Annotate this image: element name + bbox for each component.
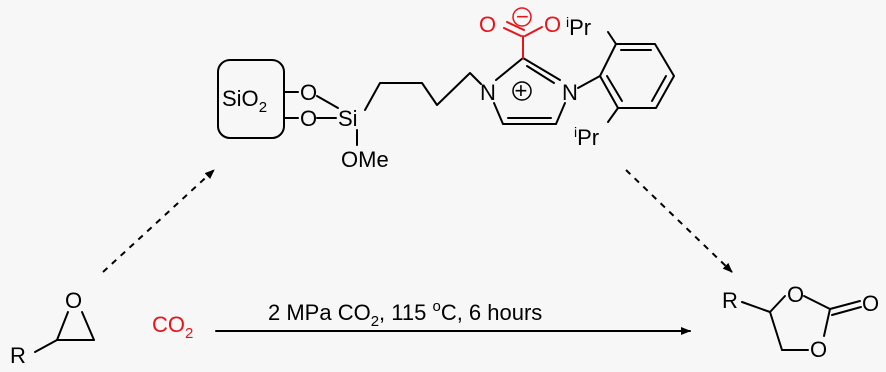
bond-n3-c4 [555,102,566,125]
aryl-double-3 [606,75,623,102]
product-bond-o1-c2 [803,295,831,310]
dashed-arrow-to-product [625,169,733,273]
nitrogen-right: N [562,80,578,105]
epoxide-bond-left [56,311,69,341]
propyl-chain [364,72,482,111]
bond-n3-aryl [577,75,601,89]
bond-aryl-ipr-top [607,31,617,45]
negative-charge-circle [512,7,532,27]
co2-reactant: CO2 [152,312,193,342]
oxygen-upper: O [300,80,317,105]
negative-charge: − [516,4,529,29]
product-oxygen-carbonyl: O [862,291,879,316]
catalyst-structure: SiO2 O O Si OMe N N + O O [217,4,675,172]
epoxide-r-bond [34,339,58,353]
aryl-ring [599,43,675,109]
product-r-group: R [722,288,738,313]
bond-co-single [524,26,543,37]
bond-c2-n3 [522,57,561,81]
nitrogen-left: N [480,80,496,105]
carboxyl-oxygen-anion: O [544,12,561,37]
product-bond-c5-c4 [769,311,783,351]
reaction-conditions: 2 MPa CO2, 115 oC, 6 hours [268,298,542,330]
silicon-atom: Si [338,106,358,131]
product-bond-c2-o-double-2 [831,306,862,316]
silica-label: SiO2 [222,86,267,116]
methoxy-group: OMe [341,147,389,172]
product-bond-c2-o3 [823,308,831,337]
carboxyl-oxygen-double: O [479,12,496,37]
bond-n1-c5 [493,102,504,125]
product-r-bond [741,301,771,313]
silica-support-box [217,59,285,139]
product-oxygen-ring-top: O [787,282,804,307]
positive-charge-circle [512,81,532,101]
aryl-double-2 [651,75,667,102]
oxygen-lower: O [300,106,317,131]
bond-co-double2 [506,21,525,31]
epoxide-oxygen: O [65,288,82,313]
cyclic-carbonate-product: R O O O [722,282,879,362]
bond-co-double1 [503,27,522,37]
product-bond-c2-o-double [829,300,861,310]
epoxide-r-group: R [10,343,26,368]
product-oxygen-ring-bottom: O [810,337,827,362]
bond-aryl-ipr-bottom [607,107,619,123]
epoxide-reactant: O R [10,288,95,368]
bond-n1-c2 [495,57,524,81]
product-bond-c4-o1 [769,295,786,313]
epoxide-bond-right [81,311,95,341]
isopropyl-bottom: iPr [574,124,599,150]
bond-c2-n3-double [526,65,555,84]
dashed-arrow-to-catalyst [102,169,215,273]
bond-o1-si [316,95,339,109]
isopropyl-top: iPr [566,14,591,40]
positive-charge: + [515,78,528,103]
